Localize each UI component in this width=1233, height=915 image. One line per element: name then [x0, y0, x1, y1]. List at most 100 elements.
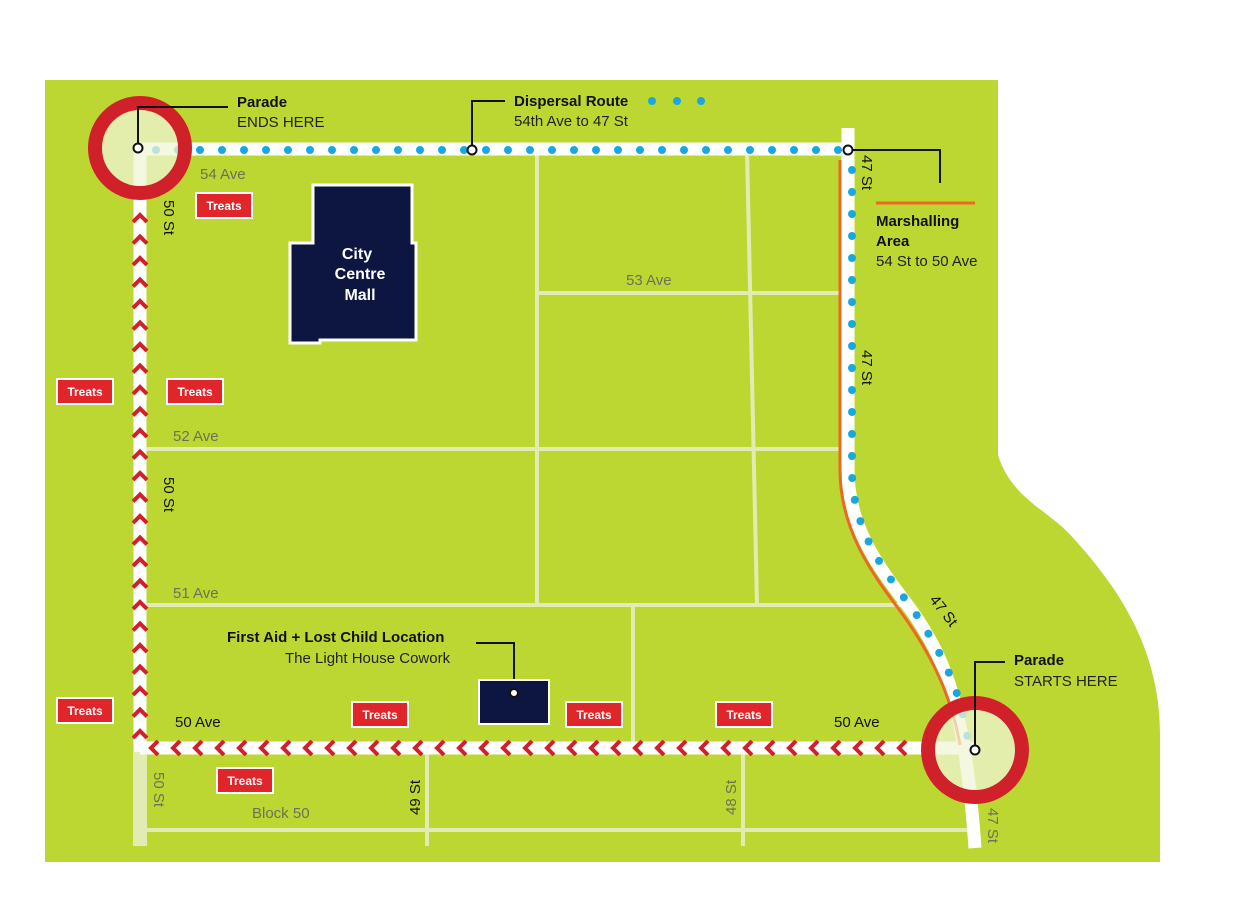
chevron-left-icon: [632, 739, 644, 757]
first-aid-building: [478, 679, 550, 725]
chevron-left-icon: [368, 739, 380, 757]
chevron-up-icon: [131, 556, 149, 568]
chevron-left-icon: [236, 739, 248, 757]
street-50-st-north: 50 St: [160, 200, 177, 236]
chevron-up-icon: [131, 663, 149, 675]
chevron-left-icon: [610, 739, 622, 757]
treats-label: Treats: [362, 708, 398, 722]
chevron-left-icon: [434, 739, 446, 757]
chevron-up-icon: [131, 427, 149, 439]
street-52-ave: 52 Ave: [173, 428, 219, 445]
chevron-left-icon: [280, 739, 292, 757]
chevron-left-icon: [412, 739, 424, 757]
street-48-st: 48 St: [723, 779, 740, 815]
chevron-left-icon: [500, 739, 512, 757]
chevron-up-icon: [131, 620, 149, 632]
callout-points: [132, 142, 981, 756]
street-50-ave-west: 50 Ave: [175, 714, 221, 731]
marshalling-title-1: Marshalling: [876, 213, 959, 230]
treats-badge: Treats: [56, 378, 114, 405]
treats-badge: Treats: [715, 701, 773, 728]
dispersal-title: Dispersal Route: [514, 93, 628, 110]
street-54-ave: 54 Ave: [200, 166, 246, 183]
chevron-left-icon: [544, 739, 556, 757]
chevron-left-icon: [676, 739, 688, 757]
chevron-left-icon: [522, 739, 534, 757]
chevron-left-icon: [588, 739, 600, 757]
chevron-up-icon: [131, 233, 149, 245]
marshalling-title-2: Area: [876, 233, 910, 250]
chevron-left-icon: [654, 739, 666, 757]
treats-label: Treats: [576, 708, 612, 722]
chevron-left-icon: [456, 739, 468, 757]
chevron-left-icon: [302, 739, 314, 757]
chevron-up-icon: [131, 212, 149, 224]
chevron-up-icon: [131, 362, 149, 374]
chevron-left-icon: [192, 739, 204, 757]
chevron-left-icon: [830, 739, 842, 757]
parade-start-title: Parade: [1014, 652, 1064, 669]
chevron-up-icon: [131, 448, 149, 460]
street-53-ave: 53 Ave: [626, 272, 672, 289]
street-47-st-south: 47 St: [984, 808, 1001, 844]
parade-end-subtitle: ENDS HERE: [237, 114, 325, 131]
dispersal-legend-dots: [648, 97, 705, 105]
chevron-up-icon: [131, 513, 149, 525]
minor-roads: [133, 149, 975, 846]
chevron-left-icon: [566, 739, 578, 757]
dispersal-subtitle: 54th Ave to 47 St: [514, 113, 629, 130]
callout-leaders: [137, 100, 1005, 750]
treats-label: Treats: [227, 774, 263, 788]
chevron-left-icon: [764, 739, 776, 757]
treats-badge: Treats: [565, 701, 623, 728]
street-50-st-south: 50 St: [150, 772, 167, 808]
chevron-left-icon: [324, 739, 336, 757]
chevron-left-icon: [390, 739, 402, 757]
treats-badge: Treats: [351, 701, 409, 728]
chevron-up-icon: [131, 706, 149, 718]
chevron-up-icon: [131, 384, 149, 396]
chevron-up-icon: [131, 599, 149, 611]
mall-label-3: Mall: [344, 287, 375, 304]
chevron-up-icon: [131, 319, 149, 331]
treats-badge: Treats: [166, 378, 224, 405]
chevron-up-icon: [131, 685, 149, 697]
chevron-left-icon: [720, 739, 732, 757]
marshalling-subtitle: 54 St to 50 Ave: [876, 253, 977, 270]
street-50-ave-east: 50 Ave: [834, 714, 880, 731]
treats-badge: Treats: [56, 697, 114, 724]
treats-label: Treats: [726, 708, 762, 722]
city-centre-mall: [288, 183, 418, 345]
chevron-up-icon: [131, 642, 149, 654]
treats-label: Treats: [67, 385, 103, 399]
street-47-st-mid: 47 St: [858, 350, 875, 386]
chevron-up-icon: [131, 728, 149, 740]
chevron-left-icon: [346, 739, 358, 757]
chevron-left-icon: [698, 739, 710, 757]
first-aid-subtitle: The Light House Cowork: [285, 650, 451, 667]
treats-badge: Treats: [216, 767, 274, 794]
chevron-up-icon: [131, 276, 149, 288]
street-51-ave: 51 Ave: [173, 585, 219, 602]
treats-label: Treats: [206, 199, 242, 213]
block-50-label: Block 50: [252, 805, 310, 822]
street-49-st: 49 St: [407, 779, 424, 815]
chevron-left-icon: [896, 739, 908, 757]
chevron-left-icon: [742, 739, 754, 757]
chevron-left-icon: [148, 739, 160, 757]
chevron-up-icon: [131, 470, 149, 482]
chevron-left-icon: [478, 739, 490, 757]
mall-label-2: Centre: [335, 266, 386, 283]
first-aid-title: First Aid + Lost Child Location: [227, 629, 444, 646]
chevron-left-icon: [214, 739, 226, 757]
dispersal-route-dots: [152, 146, 972, 744]
parade-end-title: Parade: [237, 94, 287, 111]
chevron-left-icon: [852, 739, 864, 757]
chevron-up-icon: [131, 534, 149, 546]
parade-start-subtitle: STARTS HERE: [1014, 673, 1118, 690]
chevron-up-icon: [131, 577, 149, 589]
chevron-left-icon: [258, 739, 270, 757]
mall-label-1: City: [342, 246, 372, 263]
